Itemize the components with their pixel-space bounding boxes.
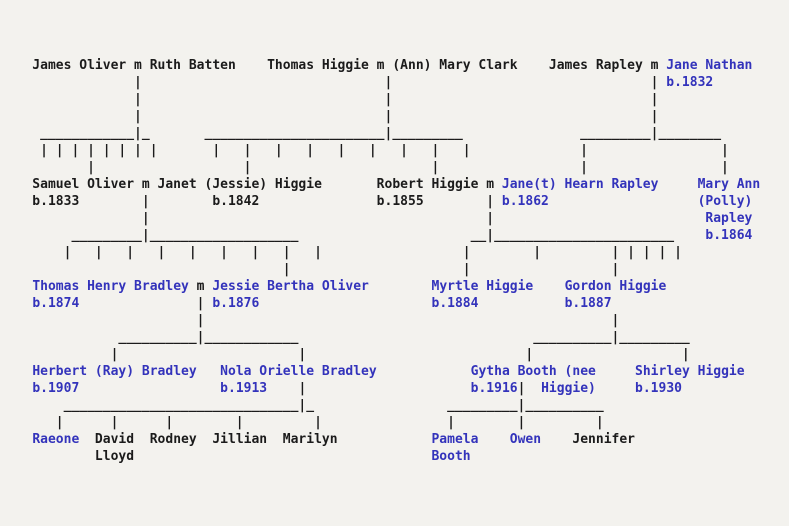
person-name-text: Pamela	[431, 432, 479, 447]
person-name-text: b.1874	[32, 296, 80, 311]
tree-row: | | | | |	[1, 159, 789, 176]
tree-row: James Oliver m Ruth Batten Thomas Higgie…	[1, 57, 789, 74]
tree-text: | | |	[1, 75, 667, 90]
person-name-text: Nola Orielle Bradley	[220, 364, 377, 379]
person-name-text: Booth	[431, 449, 471, 464]
tree-row: | | | | | | | |	[1, 414, 789, 431]
person-name-text: Owen	[509, 432, 542, 447]
person-name-text: Gytha Booth (nee	[470, 364, 596, 379]
tree-text: |	[267, 381, 471, 396]
tree-text: | | |	[1, 262, 620, 277]
person-name-text: b.1916	[470, 381, 518, 396]
person-name-text: Higgie)	[541, 381, 596, 396]
tree-text: ____________|_ _______________________|_…	[1, 126, 722, 141]
tree-text: |	[517, 381, 542, 396]
person-name-text: Mary Ann	[697, 177, 761, 192]
tree-row: | |	[1, 312, 789, 329]
tree-text: |	[79, 296, 213, 311]
tree-text: m	[188, 279, 213, 294]
tree-row: Herbert (Ray) Bradley Nola Orielle Bradl…	[1, 363, 789, 380]
person-name-text: b.1862	[501, 194, 549, 209]
tree-row: Samuel Oliver m Janet (Jessie) Higgie Ro…	[1, 176, 789, 193]
tree-row: | | |	[1, 91, 789, 108]
tree-text	[478, 432, 509, 447]
tree-text: | | | | | | | |	[1, 415, 604, 430]
family-tree: James Oliver m Ruth Batten Thomas Higgie…	[1, 57, 789, 465]
tree-text: | | | | |	[1, 160, 729, 175]
tree-row: b.1874 | b.1876 b.1884 b.1887	[1, 295, 789, 312]
tree-text	[1, 381, 32, 396]
person-name-text: b.1832	[666, 75, 714, 90]
tree-text	[478, 296, 564, 311]
tree-row: Thomas Henry Bradley m Jessie Bertha Oli…	[1, 278, 789, 295]
tree-text	[658, 177, 697, 192]
tree-text: | | |	[1, 109, 659, 124]
tree-text: | |	[1, 211, 706, 226]
person-name-text: Gordon Higgie	[564, 279, 667, 294]
tree-text: Jennifer	[541, 432, 635, 447]
person-name-text: b.1887	[564, 296, 612, 311]
tree-row: b.1833 | b.1842 b.1855 | b.1862 (Polly)	[1, 193, 789, 210]
tree-text	[549, 194, 698, 209]
tree-row: | | |	[1, 108, 789, 125]
tree-text: _________|___________________ __|_______…	[1, 228, 706, 243]
person-name-text: b.1913	[220, 381, 268, 396]
tree-row: | | | |	[1, 346, 789, 363]
tree-text	[1, 279, 32, 294]
person-name-text: Jane(t)	[501, 177, 557, 192]
person-name-text: Raeone	[32, 432, 80, 447]
tree-text: | |	[1, 313, 620, 328]
tree-text: Samuel Oliver m Janet (Jessie) Higgie Ro…	[1, 177, 502, 192]
tree-text	[197, 364, 220, 379]
person-name-text: b.1930	[635, 381, 682, 396]
tree-text: | | |	[1, 92, 659, 107]
person-name-text: Hearn Rapley	[564, 177, 659, 192]
tree-row: ____________|_ _______________________|_…	[1, 125, 789, 142]
tree-text	[557, 177, 565, 192]
person-name-text: Thomas Henry Bradley	[32, 279, 189, 294]
tree-text	[79, 381, 220, 396]
tree-text: | | | |	[1, 347, 690, 362]
person-name-text: Herbert (Ray) Bradley	[32, 364, 197, 379]
tree-text: __________|____________ __________|_____…	[1, 330, 690, 345]
tree-row: | | | | | | | | | | | | | | | |	[1, 244, 789, 261]
tree-text	[377, 364, 471, 379]
tree-row: | | | | | | | | | | | | | | | | | | |	[1, 142, 789, 159]
tree-text: ______________________________|_ _______…	[1, 398, 604, 413]
person-name-text: Jane Nathan	[666, 58, 753, 73]
person-name-text: Jessie Bertha Oliver	[212, 279, 369, 294]
tree-text	[596, 364, 635, 379]
tree-row: | | | b.1832	[1, 74, 789, 91]
tree-text: b.1833 | b.1842 b.1855 |	[1, 194, 502, 209]
tree-text: | | | | | | | | | | | | | | | | | | |	[1, 143, 729, 158]
tree-row: Raeone David Rodney Jillian Marilyn Pame…	[1, 431, 789, 448]
tree-text	[596, 381, 635, 396]
person-name-text: b.1884	[431, 296, 479, 311]
tree-text	[1, 296, 32, 311]
tree-row: Lloyd Booth	[1, 448, 789, 465]
person-name-text: b.1864	[705, 228, 753, 243]
person-name-text: Shirley Higgie	[635, 364, 745, 379]
tree-text	[259, 296, 431, 311]
tree-row: b.1907 b.1913 | b.1916| Higgie) b.1930	[1, 380, 789, 397]
tree-row: | | Rapley	[1, 210, 789, 227]
person-name-text: b.1907	[32, 381, 80, 396]
tree-row: __________|____________ __________|_____…	[1, 329, 789, 346]
tree-text	[533, 279, 564, 294]
tree-text: Lloyd	[1, 449, 432, 464]
tree-text	[369, 279, 432, 294]
tree-text: | | | | | | | | | | | | | | | |	[1, 245, 682, 260]
tree-row: _________|___________________ __|_______…	[1, 227, 789, 244]
person-name-text: Rapley	[705, 211, 753, 226]
tree-text: James Oliver m Ruth Batten Thomas Higgie…	[1, 58, 667, 73]
person-name-text: (Polly)	[697, 194, 753, 209]
tree-text: David Rodney Jillian Marilyn	[79, 432, 432, 447]
tree-row: ______________________________|_ _______…	[1, 397, 789, 414]
person-name-text: b.1876	[212, 296, 260, 311]
person-name-text: Myrtle Higgie	[431, 279, 534, 294]
tree-text	[1, 432, 32, 447]
tree-row: | | |	[1, 261, 789, 278]
tree-text	[1, 364, 32, 379]
